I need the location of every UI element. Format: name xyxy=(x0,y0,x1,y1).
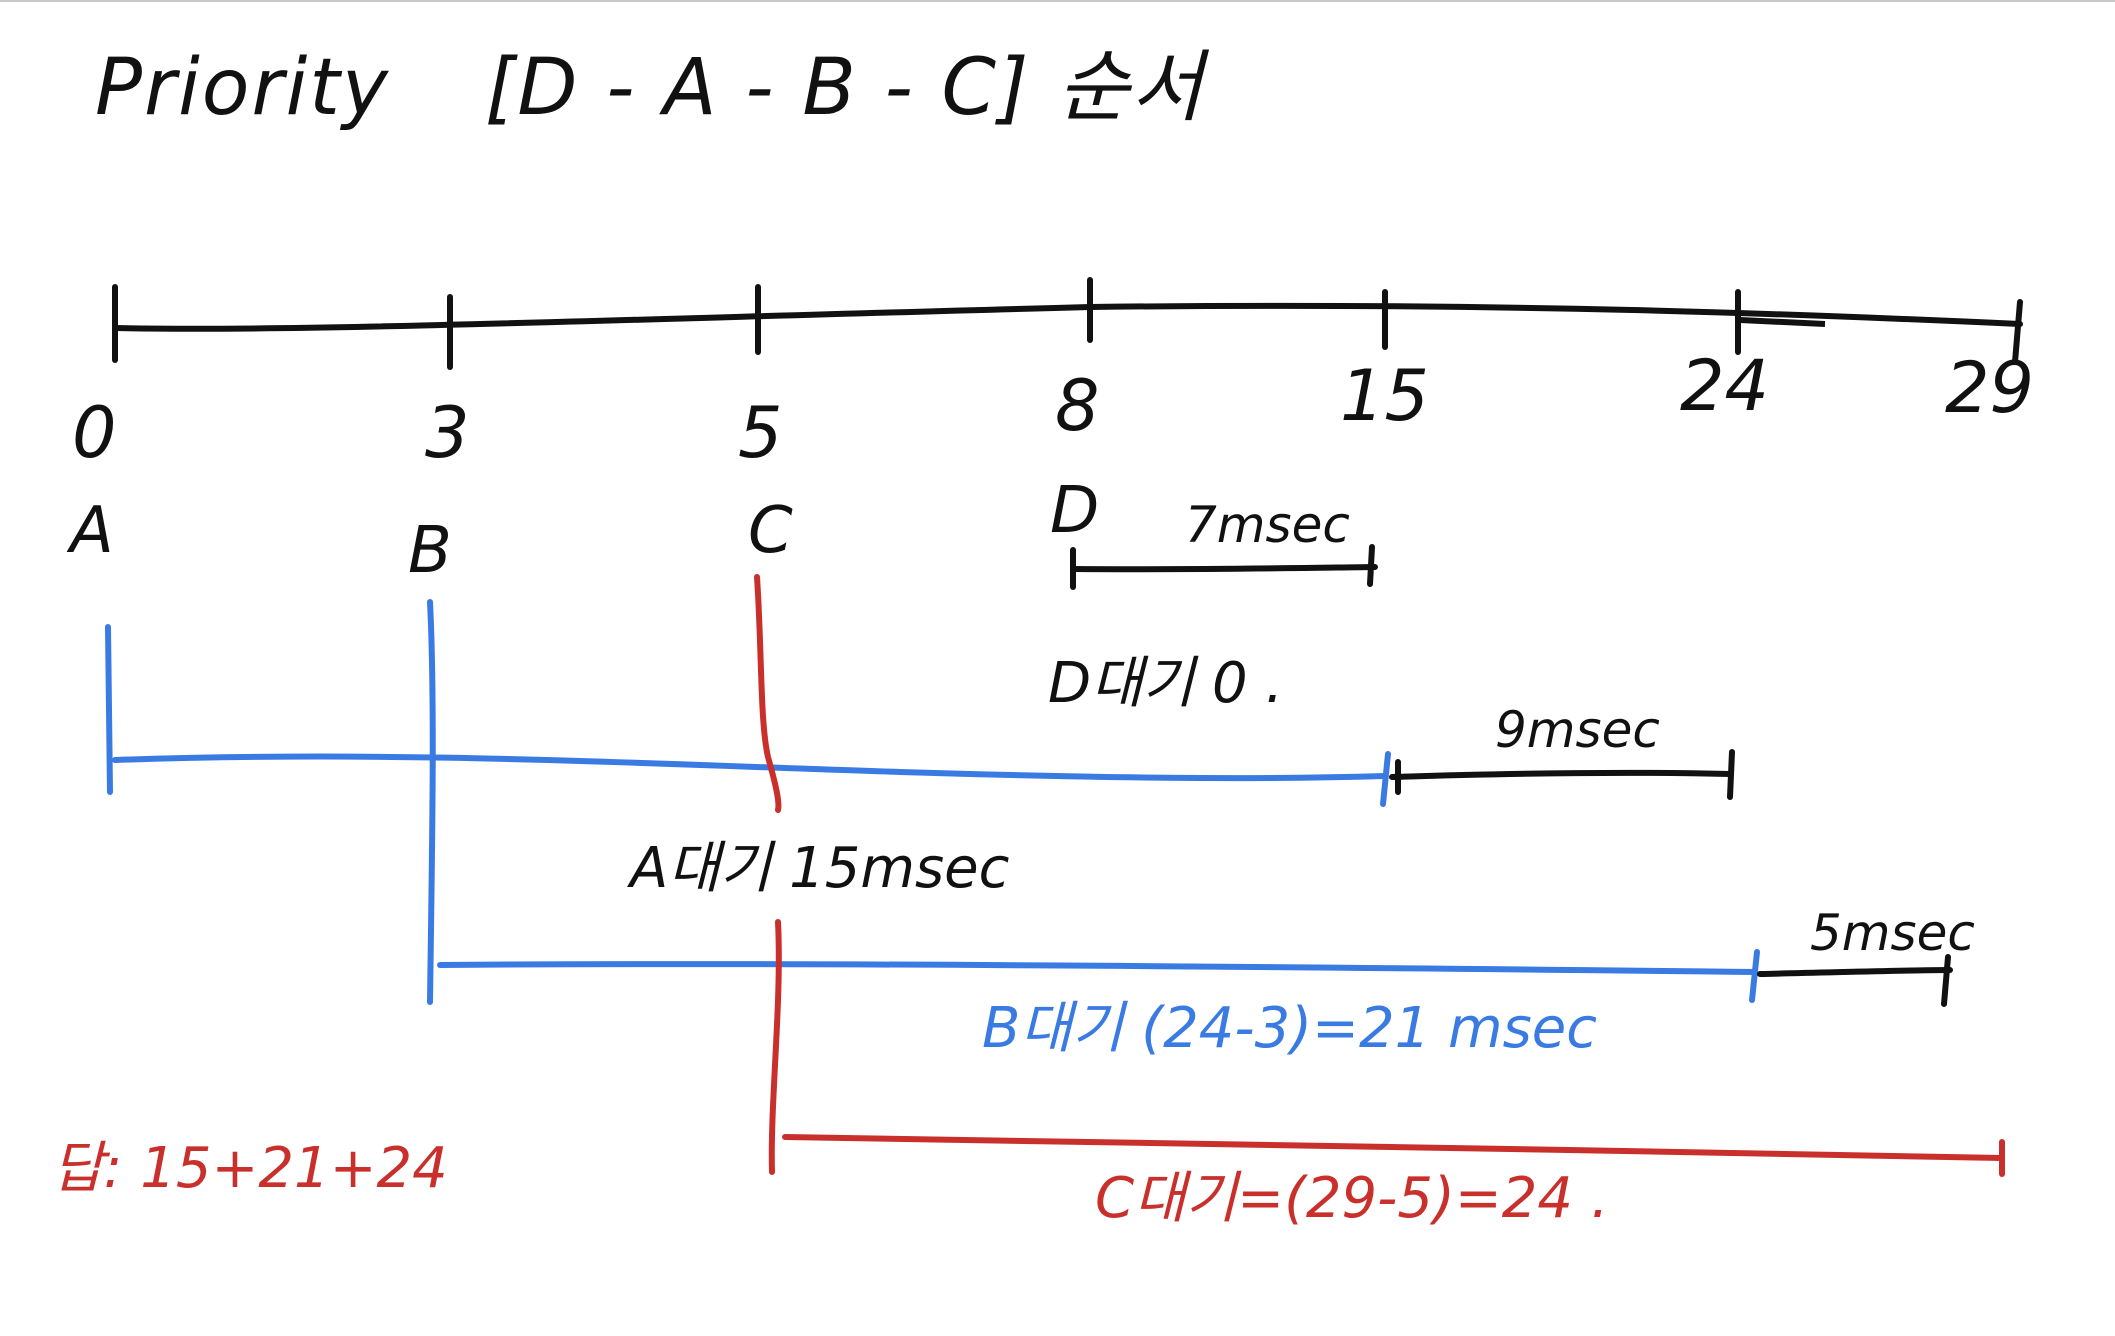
tick-label-15: 15 xyxy=(1340,355,1429,437)
a-wait-label: A대기 15msec xyxy=(627,836,1010,901)
d-wait-label: D대기 0 . xyxy=(1048,651,1283,716)
b-wait-line xyxy=(427,599,1760,1005)
d-burst-bar xyxy=(1070,544,1378,590)
tick-label-3: 3 xyxy=(425,392,470,474)
c-wait-line xyxy=(754,574,2005,1177)
process-label-b: B xyxy=(408,514,452,588)
d-burst-label: 7msec xyxy=(1185,496,1350,554)
tick-label-29: 29 xyxy=(1945,347,2034,429)
timeline-axis xyxy=(112,302,2023,332)
a-burst-bar xyxy=(1389,749,1735,800)
timeline-axis-overstroke xyxy=(1739,317,1826,327)
timeline-ticks xyxy=(112,277,2023,370)
a-burst-label: 9msec xyxy=(1495,701,1660,759)
title-order: [D - A - B - C] 순서 xyxy=(485,43,1210,133)
answer-label: 답: 15+21+24 xyxy=(52,1136,448,1201)
tick-label-24: 24 xyxy=(1680,345,1769,427)
b-wait-label: B대기 (24-3)=21 msec xyxy=(982,996,1597,1061)
tick-label-8: 8 xyxy=(1055,365,1100,447)
b-burst-bar xyxy=(1757,954,1953,1007)
tick-label-0: 0 xyxy=(72,392,117,474)
a-wait-line xyxy=(105,624,1391,807)
b-burst-label: 5msec xyxy=(1810,904,1975,962)
process-label-c: C xyxy=(748,494,793,568)
c-wait-label: C대기=(29-5)=24 . xyxy=(1095,1166,1609,1231)
tick-29 xyxy=(2012,299,2023,365)
process-label-d: D xyxy=(1050,474,1099,548)
title-label: Priority xyxy=(95,43,390,133)
tick-label-5: 5 xyxy=(738,392,783,474)
process-label-a: A xyxy=(66,494,114,568)
